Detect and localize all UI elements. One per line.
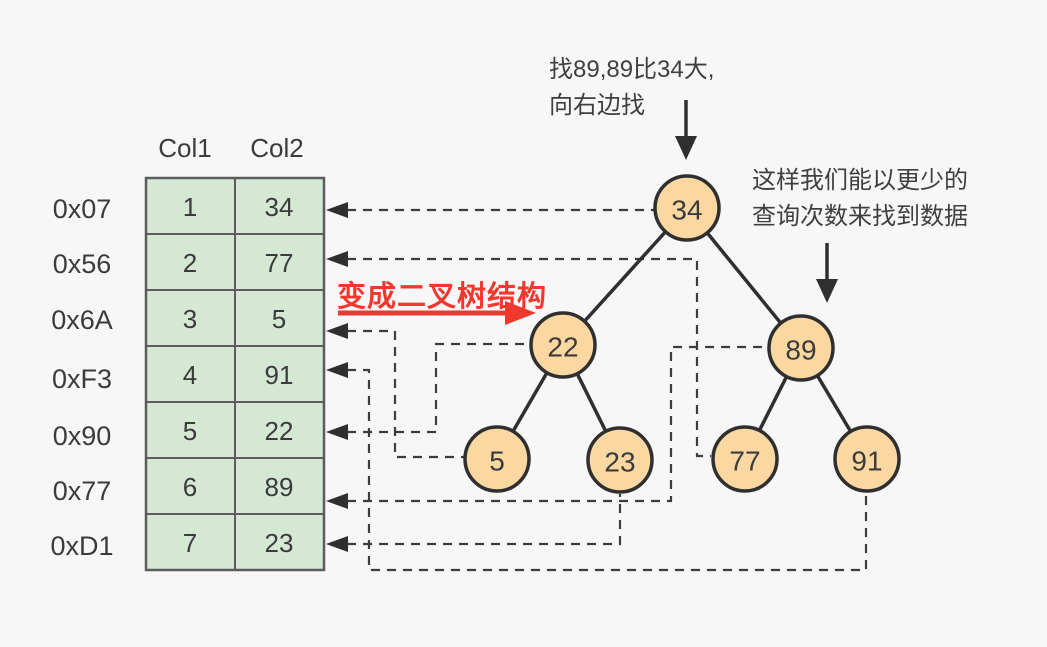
pointer-line-22 — [347, 342, 530, 434]
node-label: 5 — [489, 446, 505, 477]
cell-col2: 89 — [265, 472, 294, 502]
arrowhead-row-34 — [326, 202, 348, 218]
arrowhead-row-5 — [326, 323, 348, 339]
row-address: 0xD1 — [50, 531, 113, 561]
col1-header: Col1 — [158, 133, 211, 163]
node-label: 91 — [851, 446, 882, 477]
pointer-arrowheads — [326, 202, 348, 552]
node-label: 23 — [604, 447, 635, 478]
search-note: 找89,89比34大, 向右边找 — [549, 52, 714, 124]
tree-node-labels: 34 22 89 5 23 77 91 — [489, 195, 882, 478]
node-label: 34 — [671, 195, 702, 226]
node-label: 89 — [785, 335, 816, 366]
search-note-line1: 找89,89比34大, — [549, 56, 715, 83]
cell-col2: 5 — [272, 304, 286, 334]
data-table — [144, 176, 326, 572]
arrowhead-row-89 — [326, 493, 348, 509]
transform-arrow — [338, 301, 536, 325]
node-label: 22 — [547, 332, 578, 363]
tree-nodes — [463, 174, 901, 494]
node-label: 77 — [729, 446, 760, 477]
pointer-line-23 — [347, 494, 622, 546]
arrowhead-row-91 — [326, 362, 348, 378]
tree-node-34 — [653, 174, 721, 242]
transform-label: 变成二叉树结构 — [337, 281, 548, 313]
pointer-line-89 — [347, 345, 767, 503]
pointer-lines — [347, 208, 868, 572]
cell-col1: 3 — [183, 304, 197, 334]
transform-arrow-head — [505, 301, 536, 325]
cell-col2: 77 — [265, 248, 294, 278]
tree-node-23 — [586, 426, 654, 494]
row-address: 0x07 — [53, 194, 112, 224]
benefit-note-line2: 查询次数来找到数据 — [752, 203, 968, 230]
tree-node-91 — [833, 425, 901, 493]
down-arrow-to-89-head — [816, 279, 838, 303]
row-address: 0xF3 — [52, 364, 112, 394]
cell-col1: 1 — [183, 192, 197, 222]
tree-node-22 — [529, 311, 597, 379]
cell-col1: 7 — [183, 528, 197, 558]
col2-header: Col2 — [250, 133, 303, 163]
pointer-line-77 — [347, 257, 711, 458]
row-address: 0x90 — [53, 421, 112, 451]
benefit-note-line1: 这样我们能以更少的 — [752, 167, 968, 194]
arrowhead-row-22 — [326, 424, 348, 440]
row-address: 0x77 — [53, 476, 112, 506]
tree-node-89 — [767, 314, 835, 382]
annotation-arrows — [675, 100, 838, 303]
tree-node-77 — [711, 425, 779, 493]
arrowhead-row-77 — [326, 251, 348, 267]
arrowhead-row-23 — [326, 536, 348, 552]
row-address: 0x56 — [53, 249, 112, 279]
tree-node-5 — [463, 425, 531, 493]
cell-col1: 4 — [183, 360, 197, 390]
cell-col1: 6 — [183, 472, 197, 502]
search-note-line2: 向右边找 — [549, 92, 645, 119]
cell-col2: 23 — [265, 528, 294, 558]
cell-col2: 91 — [265, 360, 294, 390]
cell-col2: 22 — [265, 416, 294, 446]
benefit-note: 这样我们能以更少的 查询次数来找到数据 — [752, 163, 968, 235]
cell-col1: 5 — [183, 416, 197, 446]
row-address: 0x6A — [51, 305, 113, 335]
down-arrow-to-34-head — [675, 136, 697, 160]
pointer-line-5 — [347, 329, 464, 459]
cell-col1: 2 — [183, 248, 197, 278]
cell-col2: 34 — [265, 192, 294, 222]
pointer-line-91 — [347, 368, 868, 572]
